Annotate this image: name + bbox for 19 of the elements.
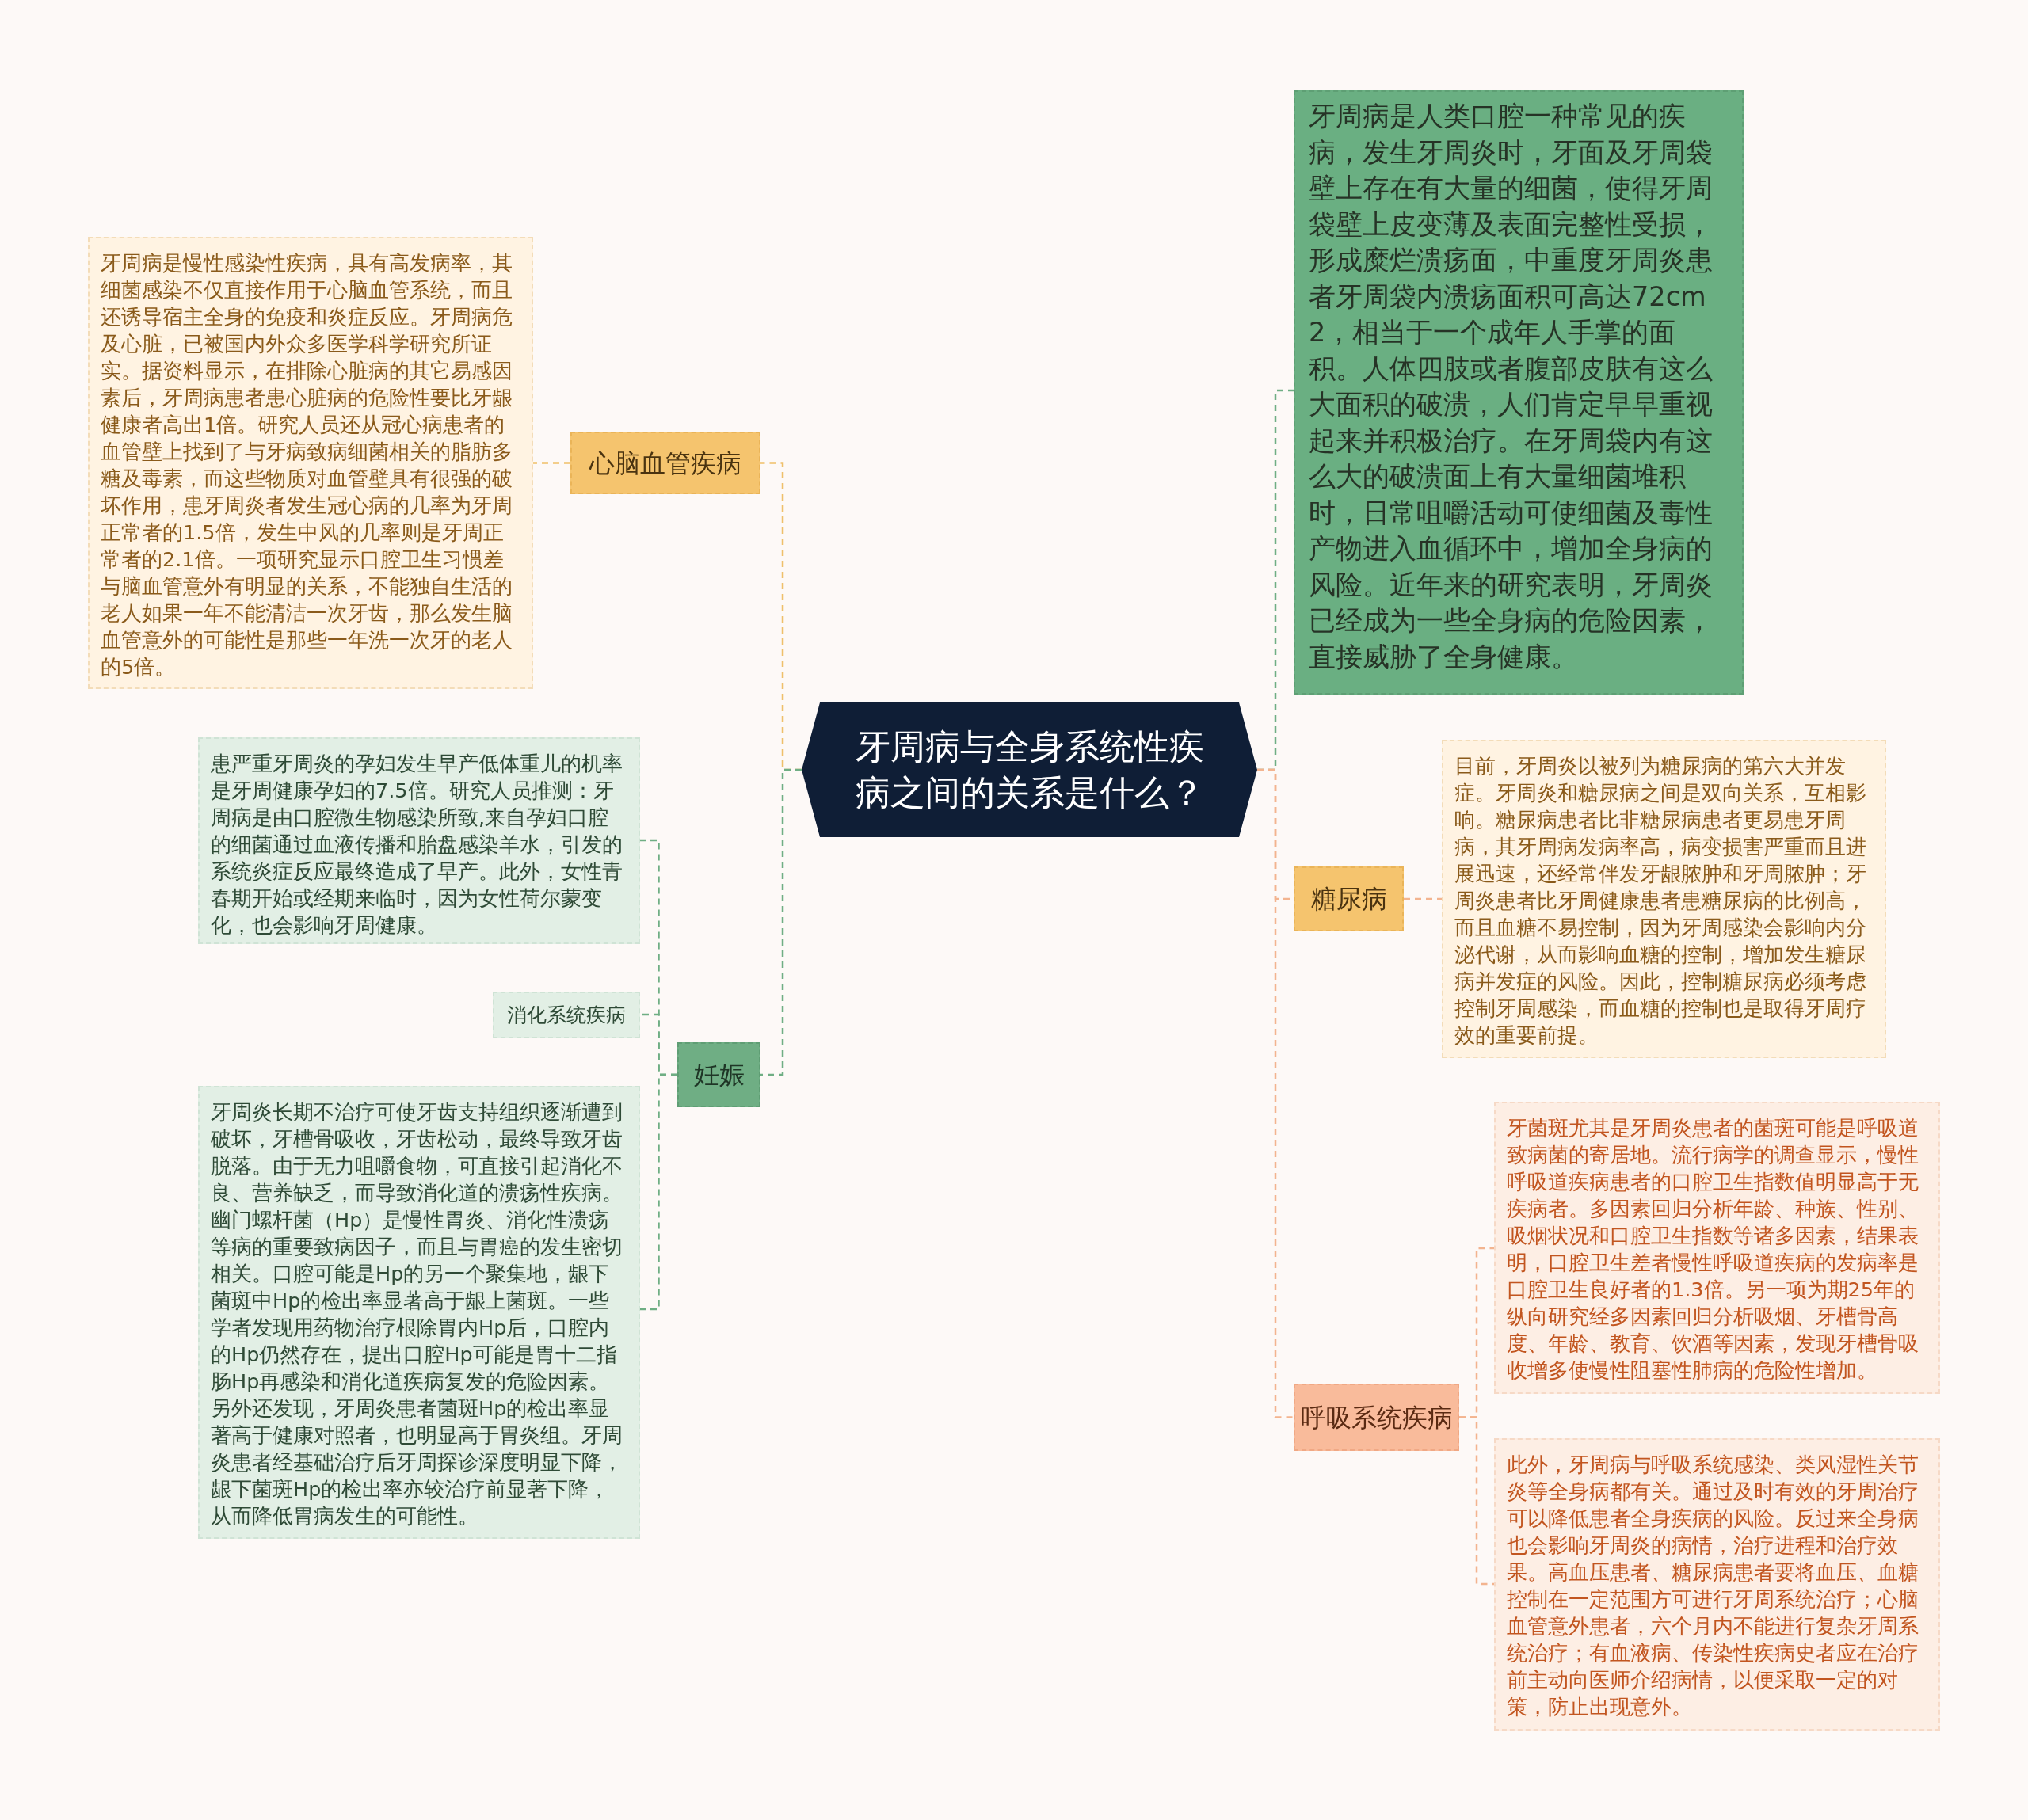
branch-label: 妊娠 (677, 1042, 760, 1107)
branch-label: 呼吸系统疾病 (1294, 1384, 1459, 1451)
connector-line (640, 1073, 677, 1311)
note-text: 牙周病是慢性感染性疾病，具有高发病率，其细菌感染不仅直接作用于心脑血管系统，而且还诱导宿主全身的免疫和炎症反应。牙周病危及心脏，已被国内外众多医学科学研究所证实。据资料显示，在排除心脏病的其它易感因素后，牙周病患者患心脏病的危险性要比牙龈健康者高出1倍。研究人员还从冠心病患者的血管壁上找到了与牙病致病细菌相关的脂肪多糖及毒素，而这些物质对血管壁具有很强的破坏作用，患牙周炎者发生冠心病的几率为牙周正常者的1.5倍，发生中风的几率则是牙周正常者的2.1倍。一项研究显示口腔卫生习惯差与脑血管意外有明显的关系，不能独自生活的老人如果一年不能清洁一次牙齿，那么发生脑血管意外的可能性是那些一年洗一次牙的老人的5倍。 (88, 237, 533, 689)
note-text: 患严重牙周炎的孕妇发生早产低体重儿的机率是牙周健康孕妇的7.5倍。研究人员推测：牙周病是由口腔微生物感染所致,来自孕妇口腔的细菌通过血液传播和胎盘感染羊水，引发的系统炎症反应最终造成了早产。此外，女性青春期开始或经期来临时，因为女性荷尔蒙变化，也会影响牙周健康。 (198, 737, 640, 944)
branch-label: 糖尿病 (1294, 866, 1404, 931)
connector-line (533, 462, 570, 464)
note-text: 目前，牙周炎以被列为糖尿病的第六大并发症。牙周炎和糖尿病之间是双向关系，互相影响。糖尿病患者比非糖尿病患者更易患牙周病，其牙周病发病率高，病变损害严重而且进展迅速，还经常伴发牙龈脓肿和牙周脓肿；牙周炎患者比牙周健康患者患糖尿病的比例高，而且血糖不易控制，因为牙周感染会影响内分泌代谢，从而影响血糖的控制，增加发生糖尿病并发症的风险。因此，控制糖尿病必须考虑控制牙周感染，而血糖的控制也是取得牙周疗效的重要前提。 (1442, 740, 1886, 1058)
note-text: 牙菌斑尤其是牙周炎患者的菌斑可能是呼吸道致病菌的寄居地。流行病学的调查显示，慢性呼吸道疾病患者的口腔卫生指数值明显高于无疾病者。多因素回归分析年龄、种族、性别、吸烟状况和口腔卫生指数等诸多因素，结果表明，口腔卫生差者慢性呼吸道疾病的发病率是口腔卫生良好者的1.3倍。另一项为期25年的纵向研究经多因素回归分析吸烟、牙槽骨高度、年龄、教育、饮酒等因素，发现牙槽骨吸收增多使慢性阻塞性肺病的危险性增加。 (1494, 1102, 1940, 1394)
sub-branch-label: 消化系统疾病 (493, 992, 640, 1038)
note-text: 牙周炎长期不治疗可使牙齿支持组织逐渐遭到破坏，牙槽骨吸收，牙齿松动，最终导致牙齿脱落。由于无力咀嚼食物，可直接引起消化不良、营养缺乏，而导致消化道的溃疡性疾病。幽门螺杆菌（Hp）是慢性胃炎、消化性溃疡等病的重要致病因子，而且与胃癌的发生密切相关。口腔可能是Hp的另一个聚集地，龈下菌斑中Hp的检出率显著高于龈上菌斑。一些学者发现用药物治疗根除胃内Hp后，口腔内的Hp仍然存在，提出口腔Hp可能是胃十二指肠Hp再感染和消化道疾病复发的危险因素。另外还发现，牙周炎患者菌斑Hp的检出率显著高于健康对照者，也明显高于胃炎组。牙周炎患者经基础治疗后牙周探诊深度明显下降，龈下菌斑Hp的检出率亦较治疗前显著下降，从而降低胃病发生的可能性。 (198, 1086, 640, 1539)
connector-line (1257, 768, 1294, 1418)
branch-label: 心脑血管疾病 (570, 432, 760, 494)
note-text: 此外，牙周病与呼吸系统感染、类风湿性关节炎等全身病都有关。通过及时有效的牙周治疗可以降低患者全身疾病的风险。反过来全身病也会影响牙周炎的病情，治疗进程和治疗效果。高血压患者、糖尿病患者要将血压、血糖控制在一定范围方可进行牙周系统治疗；心脑血管意外患者，六个月内不能进行复杂牙周系统治疗；有血液病、传染性疾病史者应在治疗前主动向医师介绍病情，以便采取一定的对策，防止出现意外。 (1494, 1438, 1940, 1731)
connector-line (760, 768, 802, 1076)
note-text: 牙周病是人类口腔一种常见的疾病，发生牙周炎时，牙面及牙周袋壁上存在有大量的细菌，使得牙周袋壁上皮变薄及表面完整性受损，形成糜烂溃疡面，中重度牙周炎患者牙周袋内溃疡面积可高达72cm2，相当于一个成年人手掌的面积。人体四肢或者腹部皮肤有这么大面积的破溃，人们肯定早早重视起来并积极治疗。在牙周袋内有这么大的破溃面上有大量细菌堆积时，日常咀嚼活动可使细菌及毒性产物进入血循环中，增加全身病的风险。近年来的研究表明，牙周炎已经成为一些全身病的危险因素，直接威胁了全身健康。 (1294, 90, 1744, 695)
connector-line (1459, 1416, 1494, 1586)
topic-box: 牙周病与全身系统性疾病之间的关系是什么？ (802, 702, 1257, 837)
connector-line (1404, 897, 1442, 900)
